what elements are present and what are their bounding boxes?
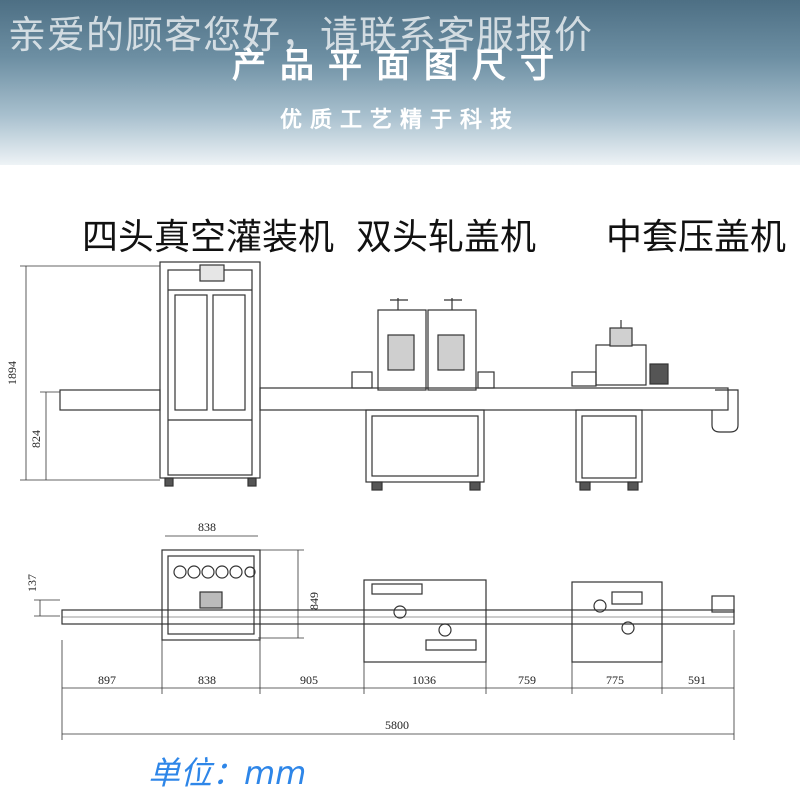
page-title: 产品平面图尺寸 [232, 46, 568, 86]
watermark-text: 亲爱的顾客您好，请联系客服报价 [8, 13, 594, 57]
dim-overall: 5800 [385, 718, 409, 732]
dim-height-conveyor: 824 [29, 430, 43, 448]
dim-segment-1: 897 [98, 673, 116, 687]
filler-machine [159, 261, 261, 487]
segment-ticks [61, 630, 735, 740]
dim-segment-7: 591 [688, 673, 706, 687]
conveyor-left [59, 389, 161, 411]
machine-label-filler: 四头真空灌装机 [82, 217, 335, 258]
capper-machine [351, 298, 495, 491]
dim-segment-5: 759 [518, 673, 536, 687]
dim-conveyor-width: 137 [25, 574, 39, 592]
conveyor-end [711, 389, 739, 433]
elevation-view: 1894 824 [5, 261, 739, 491]
plan-filler [161, 549, 261, 641]
unit-label: 单位：mm [148, 754, 307, 792]
dim-filler-width: 838 [198, 520, 216, 534]
plan-conveyor-end [711, 595, 735, 613]
conveyor-main [259, 387, 729, 411]
press-machine [571, 320, 669, 491]
dim-segment-4: 1036 [412, 673, 436, 687]
plan-press [571, 581, 663, 663]
plan-capper [363, 579, 487, 663]
plan-view: 838 849 137 [25, 520, 735, 740]
machine-label-press: 中套压盖机 [606, 217, 787, 258]
dim-segment-3: 905 [300, 673, 318, 687]
header-banner: 产品平面图尺寸 优质工艺精于科技 亲爱的顾客您好，请联系客服报价 [0, 0, 800, 165]
dim-segment-2: 838 [198, 673, 216, 687]
dim-filler-depth: 849 [307, 592, 321, 610]
dim-height-total: 1894 [5, 361, 19, 385]
page-subtitle: 优质工艺精于科技 [279, 107, 520, 133]
machine-label-capper: 双头轧盖机 [356, 217, 537, 258]
dim-segment-6: 775 [606, 673, 624, 687]
